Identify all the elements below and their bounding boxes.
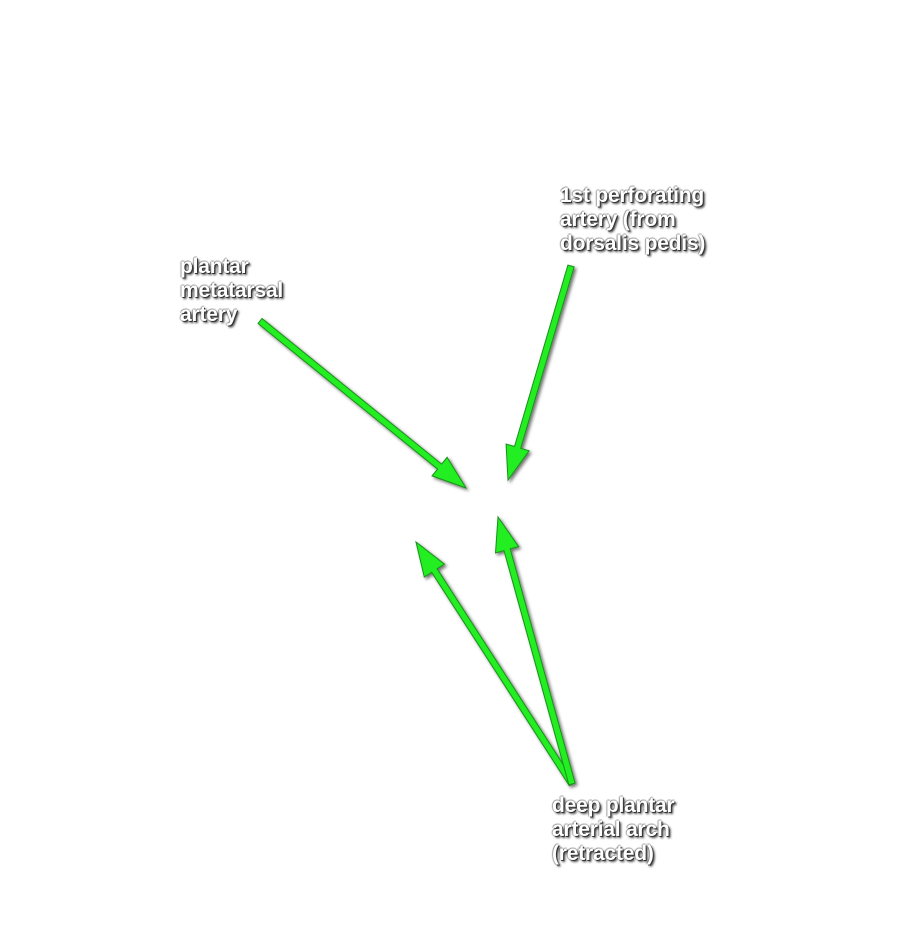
arrow-plantar-metatarsal — [257, 317, 468, 489]
label-line: artery (from — [560, 208, 676, 231]
label-line: 1st perforating — [560, 184, 705, 207]
label-line: deep plantar — [552, 794, 675, 817]
label-line: dorsalis pedis) — [560, 232, 706, 255]
label-line: artery — [180, 303, 238, 326]
label-line: arterial arch — [552, 818, 670, 841]
label-line: plantar — [180, 255, 249, 278]
label-line: metatarsal — [180, 279, 284, 302]
arrow-first-perforating — [505, 264, 575, 482]
label-line: (retracted) — [552, 842, 654, 865]
arrow-arch-right — [494, 515, 576, 786]
label-first-perforating-artery: 1st perforating artery (from dorsalis pe… — [560, 184, 705, 256]
arrow-arch-left — [415, 540, 576, 787]
label-plantar-metatarsal-artery: plantar metatarsal artery — [180, 255, 283, 327]
label-deep-plantar-arterial-arch: deep plantar arterial arch (retracted) — [552, 794, 675, 866]
